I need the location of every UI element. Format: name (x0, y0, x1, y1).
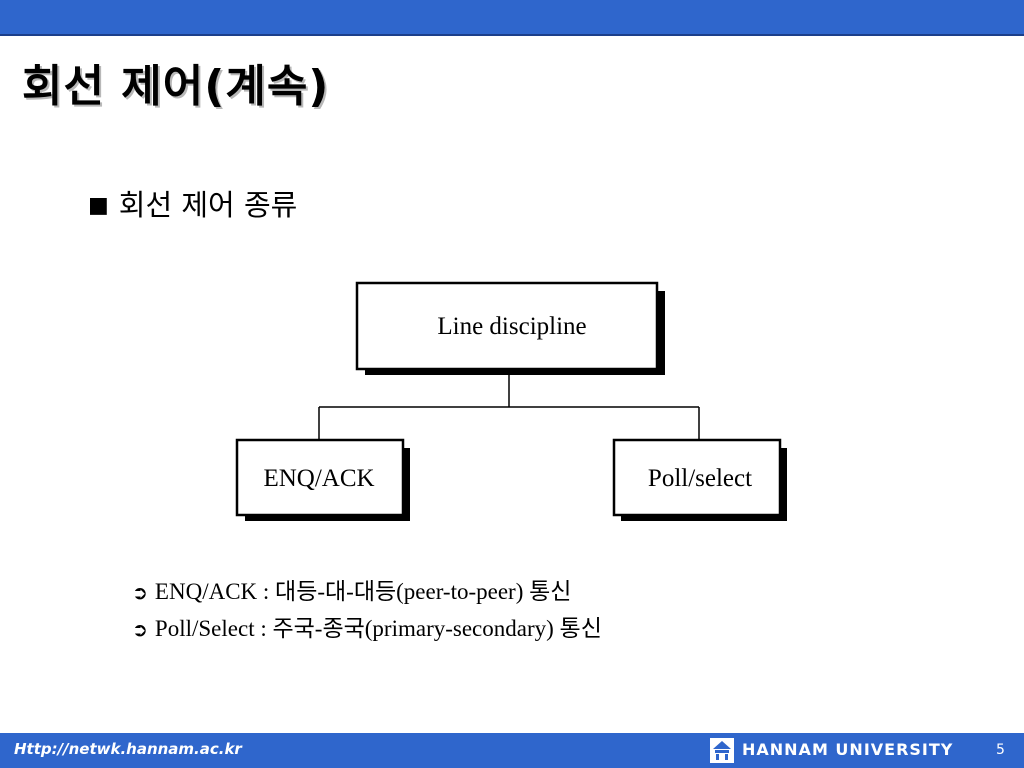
footer-url-link[interactable]: Http://netwk.hannam.ac.kr (14, 740, 242, 758)
tree-connectors (318, 371, 700, 440)
footer-bar: Http://netwk.hannam.ac.kr HANNAM UNIVERS… (0, 733, 1024, 768)
page-number: 5 (996, 742, 1005, 758)
notes-list: ➲ ENQ/ACK : 대등-대-대등(peer-to-peer) 통신 ➲ Pol… (132, 574, 602, 648)
bullet-text: 회선 제어 종류 (118, 188, 298, 222)
child-node-box (235, 438, 405, 517)
child-node-label: ENQ/ACK (263, 465, 374, 492)
root-node-label: Line discipline (437, 313, 586, 340)
header-bar (0, 0, 1024, 34)
child-node-box (612, 438, 782, 517)
square-bullet-icon: ■ (88, 193, 109, 218)
slide-title: 회선 제어(계속) (22, 61, 330, 112)
arrow-bullet-icon: ➲ (132, 582, 148, 604)
arrow-bullet-icon: ➲ (132, 619, 148, 641)
child-node-poll-select: Poll/select (612, 438, 787, 521)
note-text: ENQ/ACK : 대등-대-대등(peer-to-peer) 통신 (154, 579, 572, 604)
university-name: HANNAM UNIVERSITY (742, 740, 954, 759)
child-node-label: Poll/select (648, 465, 752, 492)
header-divider (0, 34, 1024, 36)
root-node: Line discipline (355, 281, 665, 375)
root-node-box (355, 281, 659, 371)
note-text: Poll/Select : 주국-종국(primary-secondary) 통… (154, 616, 602, 641)
bullet-item: ■ 회선 제어 종류 (88, 182, 297, 224)
university-logo-icon (710, 738, 734, 763)
note-item: ➲ ENQ/ACK : 대등-대-대등(peer-to-peer) 통신 (132, 574, 602, 611)
child-node-enq-ack: ENQ/ACK (235, 438, 410, 521)
note-item: ➲ Poll/Select : 주국-종국(primary-secondary) … (132, 611, 602, 648)
